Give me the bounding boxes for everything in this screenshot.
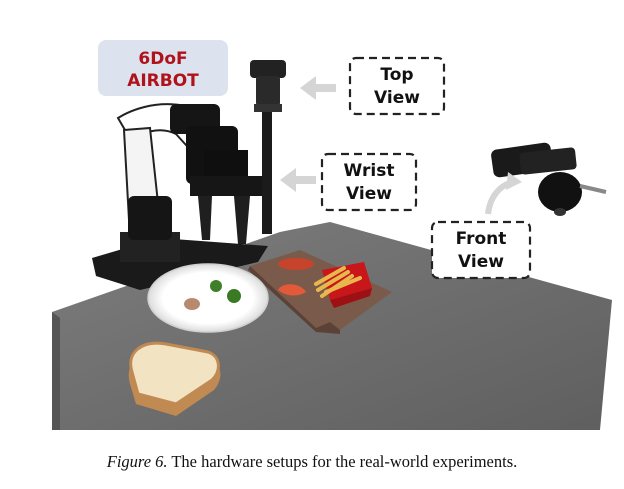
wrist-view-line-2: View <box>346 184 392 204</box>
top-view-line-2: View <box>374 88 420 108</box>
top-view-line-1: Top <box>380 65 413 85</box>
shrimp <box>278 284 306 296</box>
front-view-label: Front View <box>430 220 532 280</box>
plate <box>147 263 269 333</box>
bread-slices <box>128 341 221 416</box>
front-camera <box>491 142 607 216</box>
top-view-label: Top View <box>348 56 446 116</box>
caption-text: The hardware setups for the real-world e… <box>167 452 518 471</box>
fries-box <box>314 262 372 308</box>
arrow-top-view <box>300 76 336 100</box>
sausage <box>278 258 314 270</box>
front-view-line-2: View <box>458 252 504 272</box>
badge-line-2: AIRBOT <box>127 71 199 91</box>
hardware-setup-figure: 6DoF AIRBOT Top View Wrist View Front Vi… <box>52 40 612 430</box>
figure-caption: Figure 6. The hardware setups for the re… <box>0 452 624 472</box>
robot-arm <box>116 103 262 244</box>
wrist-view-label: Wrist View <box>320 152 418 212</box>
wrist-view-line-1: Wrist <box>344 161 395 181</box>
top-camera-mast <box>250 60 286 234</box>
robot-name-badge: 6DoF AIRBOT <box>98 40 228 96</box>
badge-line-1: 6DoF <box>138 49 187 69</box>
arrow-front-view-head <box>506 172 522 190</box>
front-view-line-1: Front <box>456 229 507 249</box>
arrow-wrist-view <box>280 168 316 192</box>
caption-lead: Figure 6. <box>106 452 168 471</box>
